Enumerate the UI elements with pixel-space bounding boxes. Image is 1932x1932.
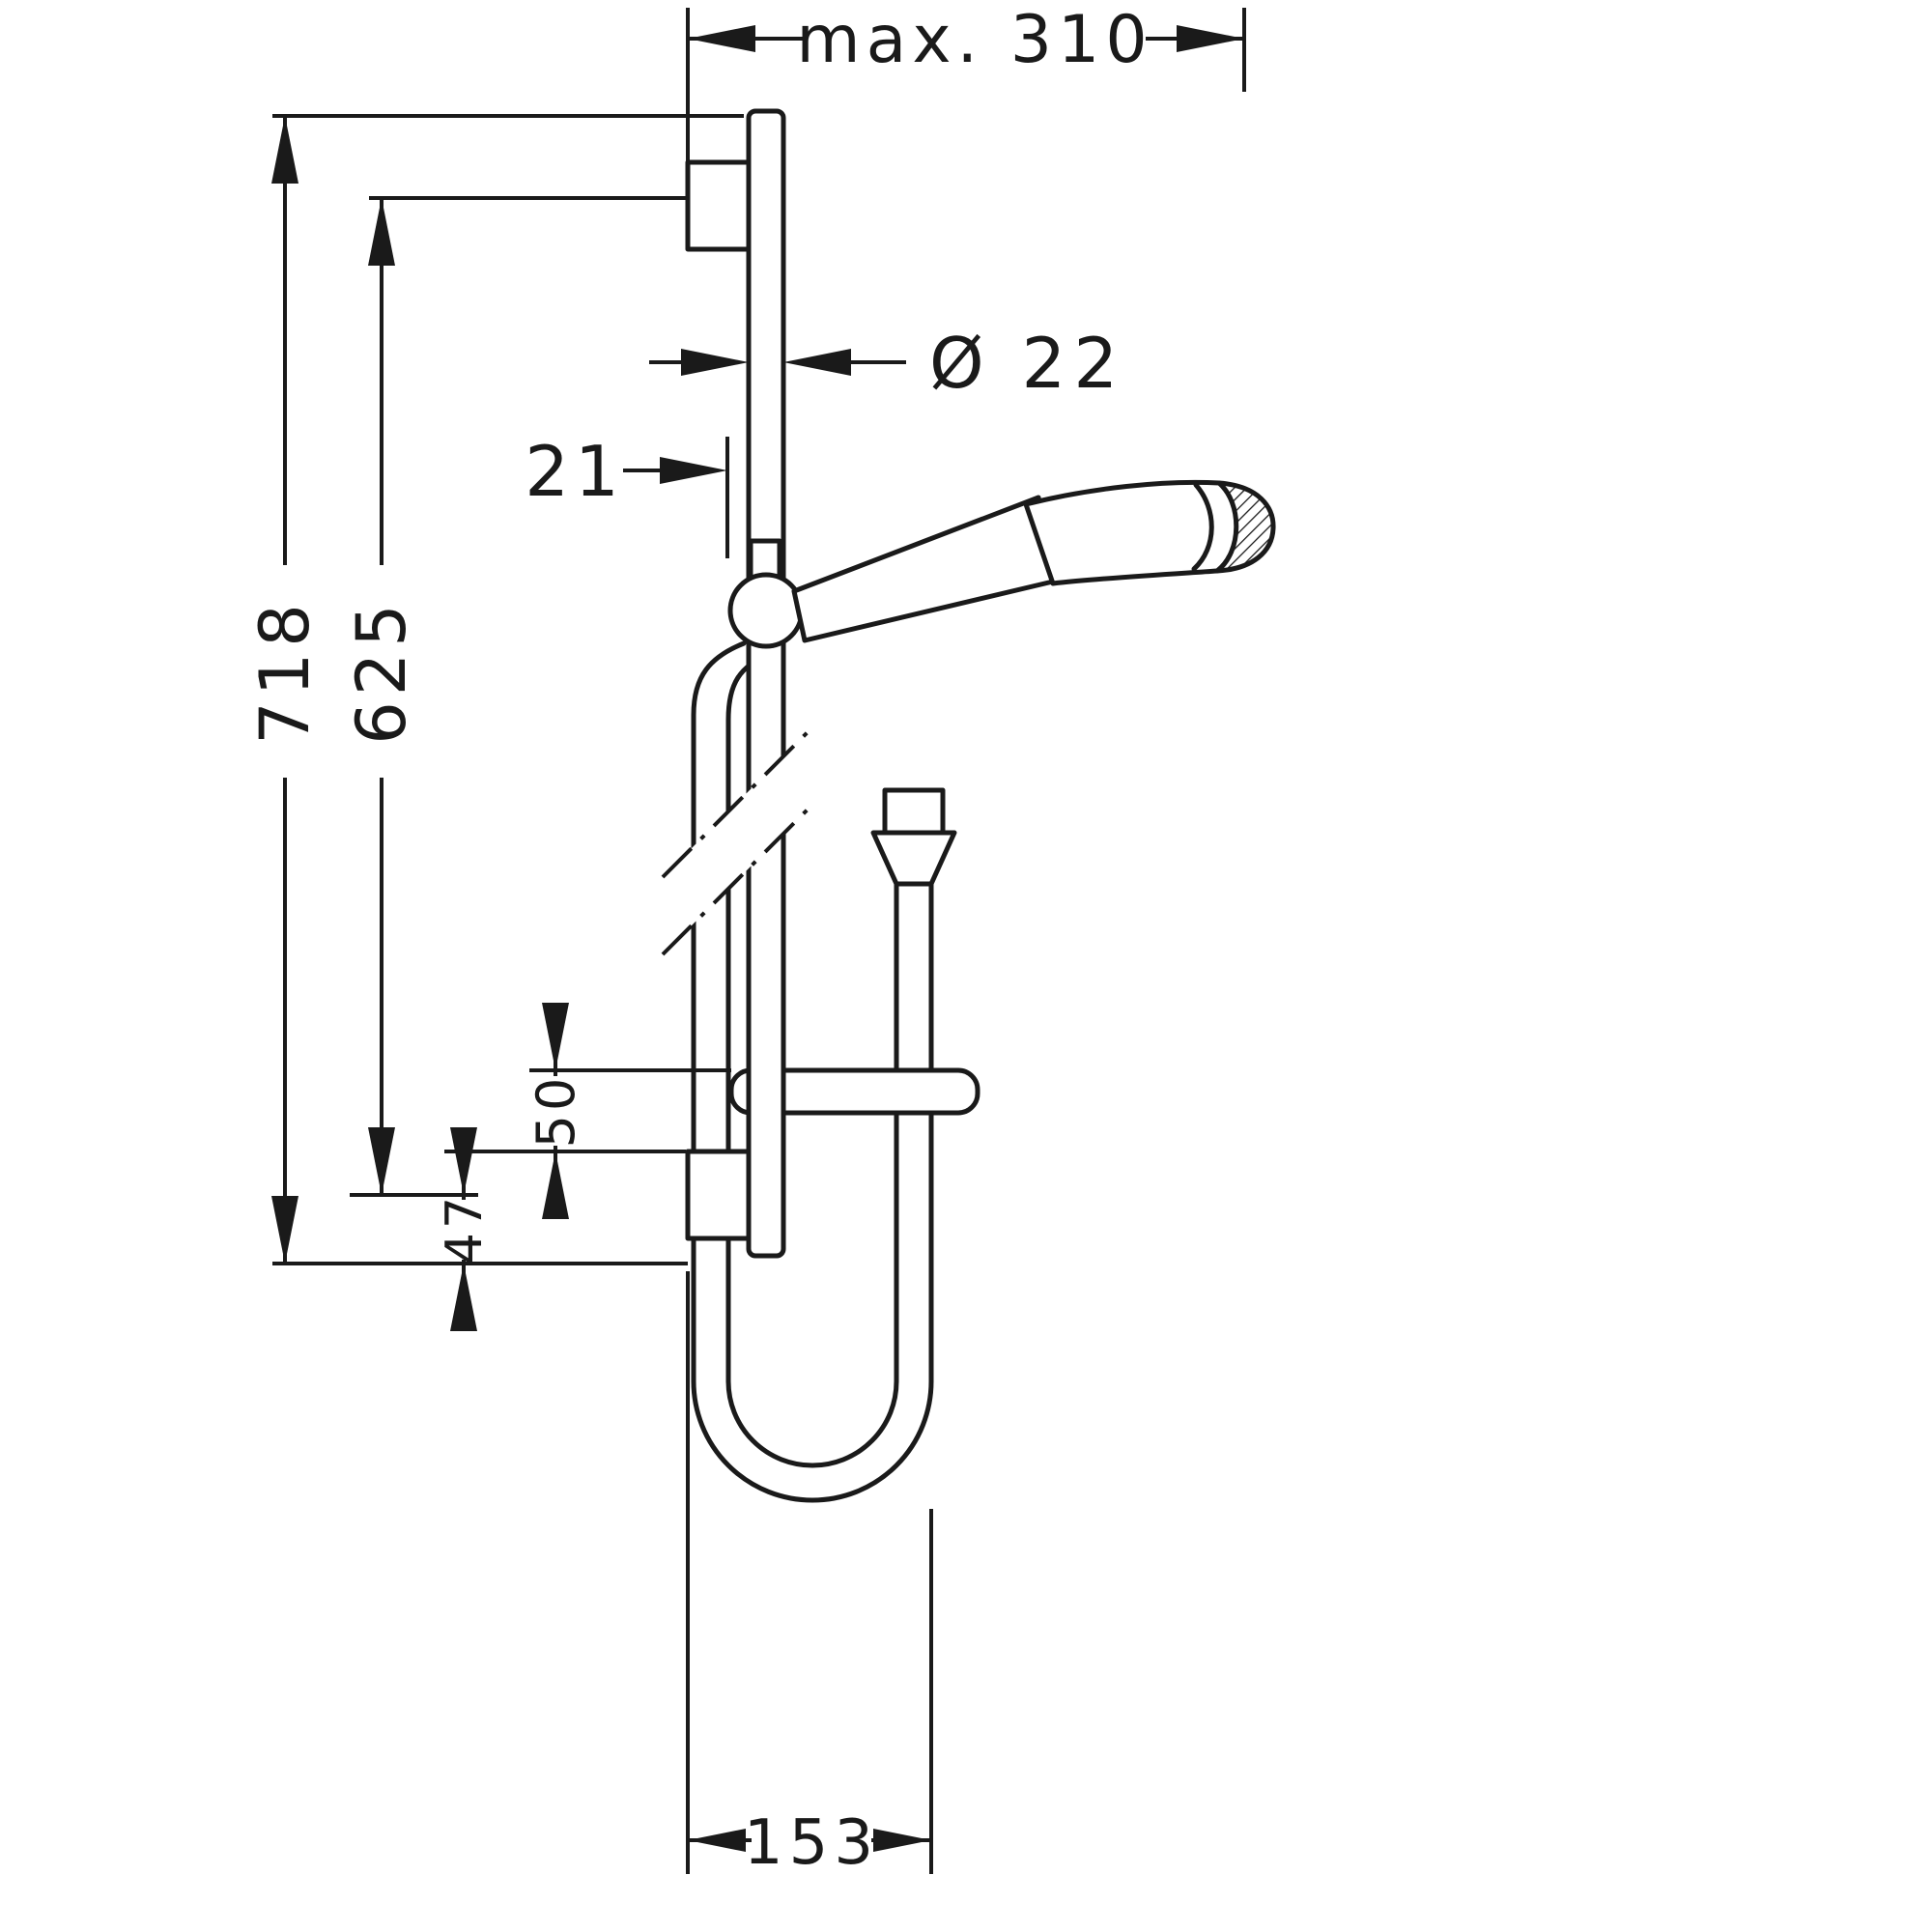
dim-soap-dish-spacing: 50 [526, 1003, 586, 1219]
dim-label-lower-bracket-spacing: 47 [436, 1193, 494, 1264]
dim-rail-diameter: Ø 22 [649, 323, 1125, 404]
dim-label-rail-length: 625 [342, 598, 421, 745]
spray-face-hatch [1217, 483, 1274, 571]
head-contour-line [1191, 482, 1214, 572]
dim-label-soap-dish-spacing: 50 [526, 1074, 586, 1149]
arrow-right-icon [1177, 25, 1244, 52]
dim-label-max-reach: max. 310 [796, 2, 1152, 78]
arrow-left-icon [783, 349, 851, 376]
dim-lower-bracket-spacing: 47 [436, 1127, 494, 1331]
arrow-left-icon [688, 25, 755, 52]
dim-hose-loop-width: 153 [688, 1807, 931, 1879]
dim-max-reach: max. 310 [688, 2, 1244, 78]
arrow-right-icon [873, 1829, 931, 1852]
slide-rail [746, 108, 786, 1259]
arrow-down-icon [368, 1127, 395, 1195]
dimension-lines: max. 310 Ø 22 21 718 [245, 2, 1246, 1879]
break-symbol [661, 726, 813, 956]
dim-overall-height: 718 [245, 116, 325, 1264]
hose-nut [882, 787, 946, 836]
hand-shower [791, 479, 1276, 643]
arrow-up-icon [368, 198, 395, 266]
dim-label-wall-offset: 21 [525, 431, 625, 512]
arrow-down-icon [450, 1127, 477, 1195]
arrow-up-icon [542, 1151, 569, 1219]
dim-label-overall-height: 718 [245, 598, 325, 745]
arrow-up-icon [450, 1264, 477, 1331]
dim-label-rail-diameter: Ø 22 [929, 323, 1125, 404]
slider-holder [727, 572, 805, 649]
arrow-up-icon [271, 116, 298, 184]
dim-wall-offset: 21 [525, 431, 727, 512]
arrow-right-icon [681, 349, 749, 376]
dim-label-hose-loop-width: 153 [744, 1807, 879, 1879]
hose-cone-fitting [870, 830, 957, 887]
shower-set [661, 108, 1276, 1503]
arrow-left-icon [688, 1829, 746, 1852]
arrow-right-icon [660, 457, 727, 484]
arrow-down-icon [542, 1003, 569, 1070]
arrow-down-icon [271, 1196, 298, 1264]
spray-face-edge [1214, 480, 1239, 574]
extension-lines [272, 8, 1246, 1874]
dim-rail-length: 625 [342, 198, 421, 1195]
shower-hose [691, 640, 957, 1503]
hand-shower-handle [791, 495, 1056, 643]
soap-dish [728, 1067, 980, 1116]
